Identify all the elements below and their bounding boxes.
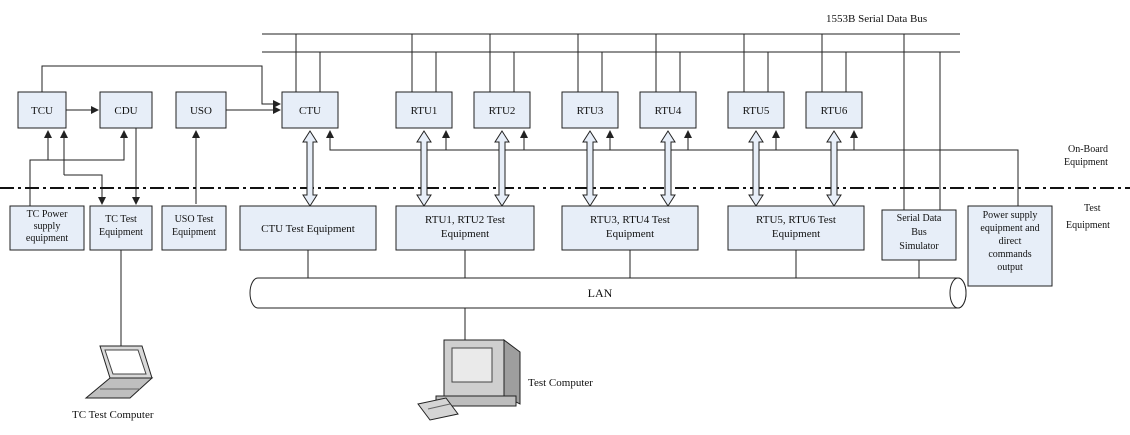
rtu5-label: RTU5 — [743, 105, 770, 117]
rtu56-test-box: RTU5, RTU6 Test Equipment — [727, 205, 865, 251]
desktop-computer-icon — [417, 339, 521, 421]
rtu34-test-label-1: RTU3, RTU4 Test — [590, 214, 670, 226]
cdu-box: CDU — [99, 91, 153, 129]
test-computer-label: Test Computer — [528, 377, 593, 389]
tcu-label: TCU — [31, 105, 53, 117]
rtu56-test-label-1: RTU5, RTU6 Test — [756, 214, 836, 226]
bus-simulator-box: Serial Data Bus Simulator — [881, 209, 957, 261]
rtu56-test-label-2: Equipment — [772, 228, 820, 240]
power-direct-label-3: direct — [999, 236, 1022, 247]
ctu-box: CTU — [281, 91, 339, 129]
rtu34-test-box: RTU3, RTU4 Test Equipment — [561, 205, 699, 251]
tcu-box: TCU — [17, 91, 67, 129]
power-direct-box: Power supply equipment and direct comman… — [967, 205, 1053, 287]
rtu1-box: RTU1 — [395, 91, 453, 129]
ctu-label: CTU — [299, 105, 321, 117]
rtu6-box: RTU6 — [805, 91, 863, 129]
tc-connections — [29, 65, 281, 206]
rtu3-box: RTU3 — [561, 91, 619, 129]
power-direct-label-5: output — [997, 262, 1023, 273]
ctu-test-label: CTU Test Equipment — [261, 223, 355, 235]
bus-sim-label-3: Simulator — [899, 241, 939, 252]
rtu6-label: RTU6 — [821, 105, 848, 117]
rtu12-test-box: RTU1, RTU2 Test Equipment — [395, 205, 535, 251]
power-direct-label-1: Power supply — [983, 210, 1038, 221]
lan-label: LAN — [588, 286, 613, 300]
uso-label: USO — [190, 105, 212, 117]
tc-test-label-2: Equipment — [99, 227, 143, 238]
test-label-2: Equipment — [1066, 220, 1110, 231]
bus-drops — [295, 34, 941, 210]
bus-sim-label-1: Serial Data — [897, 213, 942, 224]
bidirectional-links — [302, 130, 842, 207]
rtu12-test-label-2: Equipment — [441, 228, 489, 240]
rtu2-box: RTU2 — [473, 91, 531, 129]
laptop-icon — [84, 345, 154, 399]
rtu34-test-label-2: Equipment — [606, 228, 654, 240]
onboard-label-1: On-Board — [1068, 144, 1108, 155]
test-label-1: Test — [1084, 203, 1101, 214]
rtu4-box: RTU4 — [639, 91, 697, 129]
onboard-label-2: Equipment — [1064, 157, 1108, 168]
direct-commands-line — [326, 130, 1019, 206]
uso-test-label-2: Equipment — [172, 227, 216, 238]
rtu5-box: RTU5 — [727, 91, 785, 129]
tc-test-box: TC Test Equipment — [89, 205, 153, 251]
rtu12-test-label-1: RTU1, RTU2 Test — [425, 214, 505, 226]
ctu-test-box: CTU Test Equipment — [239, 205, 377, 251]
cdu-label: CDU — [114, 105, 137, 117]
rtu3-label: RTU3 — [577, 105, 604, 117]
uso-test-box: USO Test Equipment — [161, 205, 227, 251]
tc-power-label-2: supply — [34, 221, 61, 232]
uso-box: USO — [175, 91, 227, 129]
lan-cylinder: LAN — [249, 277, 967, 309]
lan-drops — [307, 250, 920, 340]
bus-sim-label-2: Bus — [911, 227, 927, 238]
tc-power-label-3: equipment — [26, 233, 68, 244]
power-direct-label-4: commands — [988, 249, 1031, 260]
tc-test-label-1: TC Test — [105, 214, 137, 225]
rtu1-label: RTU1 — [411, 105, 438, 117]
tc-power-box: TC Power supply equipment — [9, 205, 85, 251]
uso-test-label-1: USO Test — [175, 214, 214, 225]
tc-power-label-1: TC Power — [27, 209, 69, 220]
bus-label: 1553B Serial Data Bus — [826, 13, 927, 25]
rtu2-label: RTU2 — [489, 105, 516, 117]
tc-test-computer-label: TC Test Computer — [72, 409, 154, 421]
rtu4-label: RTU4 — [655, 105, 682, 117]
power-direct-label-2: equipment and — [980, 223, 1039, 234]
serial-data-bus — [262, 33, 960, 53]
